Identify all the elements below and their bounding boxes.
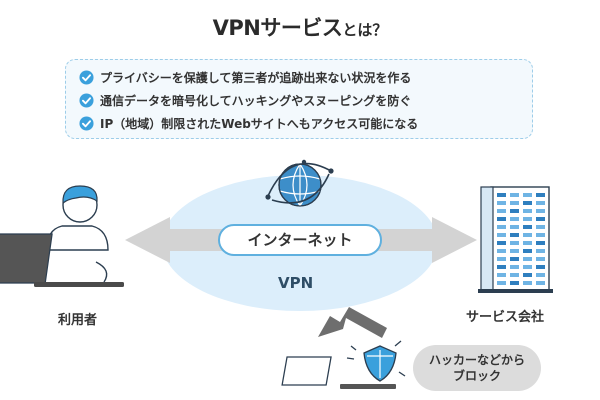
building-window bbox=[510, 233, 519, 237]
building-window bbox=[536, 225, 545, 229]
building-window bbox=[536, 249, 545, 253]
building-window bbox=[510, 193, 519, 197]
user-laptop-icon bbox=[0, 185, 124, 287]
shield-icon bbox=[363, 345, 397, 382]
feature-item: プライバシーを保護して第三者が追跡出来ない状況を作る bbox=[79, 66, 532, 89]
feature-item: 通信データを暗号化してハッキングやスヌーピングを防ぐ bbox=[79, 89, 532, 112]
building-window bbox=[497, 257, 506, 261]
building-window bbox=[523, 233, 532, 237]
building-window bbox=[510, 281, 519, 285]
impact-spark bbox=[346, 340, 406, 377]
hacker-laptop-icon bbox=[281, 356, 396, 389]
building-window bbox=[497, 217, 506, 221]
building-window bbox=[523, 257, 532, 261]
feature-item: IP（地域）制限されたWebサイトへもアクセス可能になる bbox=[79, 112, 532, 135]
hacker-note-line: ハッカーなどから bbox=[428, 353, 525, 367]
building-window bbox=[510, 201, 519, 205]
building-window bbox=[536, 273, 545, 277]
building-icon bbox=[478, 186, 553, 293]
hacker-note-bubble bbox=[413, 345, 541, 391]
building-window bbox=[497, 209, 506, 213]
building-window bbox=[536, 241, 545, 245]
building-window bbox=[510, 225, 519, 229]
building-window bbox=[536, 217, 545, 221]
building-window bbox=[523, 281, 532, 285]
building-window bbox=[523, 201, 532, 205]
building-window bbox=[536, 281, 545, 285]
building-window bbox=[497, 201, 506, 205]
building-window bbox=[510, 241, 519, 245]
internet-label: インターネット bbox=[218, 224, 382, 256]
check-icon bbox=[79, 93, 94, 108]
feature-text: IP（地域）制限されたWebサイトへもアクセス可能になる bbox=[100, 117, 419, 131]
feature-text: 通信データを暗号化してハッキングやスヌーピングを防ぐ bbox=[100, 94, 412, 108]
company-label: サービス会社 bbox=[466, 310, 545, 325]
building-window bbox=[536, 265, 545, 269]
building-window bbox=[497, 265, 506, 269]
building-window bbox=[523, 241, 532, 245]
building-window bbox=[497, 281, 506, 285]
globe-icon bbox=[265, 159, 334, 207]
feature-box: プライバシーを保護して第三者が追跡出来ない状況を作る 通信データを暗号化してハッ… bbox=[65, 59, 533, 139]
vpn-label: VPN bbox=[278, 274, 314, 292]
check-icon bbox=[79, 70, 94, 85]
building-window bbox=[497, 225, 506, 229]
building-window bbox=[523, 249, 532, 253]
check-icon bbox=[79, 116, 94, 131]
hacker-note-line: ブロック bbox=[452, 369, 501, 383]
building-window bbox=[497, 193, 506, 197]
building-window bbox=[536, 233, 545, 237]
building-window bbox=[497, 241, 506, 245]
feature-text: プライバシーを保護して第三者が追跡出来ない状況を作る bbox=[100, 71, 412, 85]
building-window bbox=[523, 225, 532, 229]
building-window bbox=[510, 249, 519, 253]
building-window bbox=[497, 249, 506, 253]
title-main: VPNサービス bbox=[212, 16, 343, 40]
building-window bbox=[497, 273, 506, 277]
building-window bbox=[523, 273, 532, 277]
building-window bbox=[536, 201, 545, 205]
building-window bbox=[510, 265, 519, 269]
building-window bbox=[536, 193, 545, 197]
page-title: VPNサービスとは？ bbox=[0, 12, 600, 42]
building-window bbox=[523, 193, 532, 197]
building-window bbox=[510, 217, 519, 221]
building-window bbox=[497, 233, 506, 237]
building-window bbox=[523, 217, 532, 221]
building-window bbox=[523, 209, 532, 213]
building-window bbox=[523, 265, 532, 269]
building-window bbox=[536, 257, 545, 261]
building-window bbox=[510, 257, 519, 261]
building-window bbox=[510, 209, 519, 213]
user-label: 利用者 bbox=[58, 313, 98, 328]
building-window bbox=[536, 209, 545, 213]
hacker-note: ハッカーなどから ブロック bbox=[413, 352, 541, 384]
title-suffix: とは？ bbox=[342, 21, 388, 39]
building-window bbox=[510, 273, 519, 277]
block-arrow bbox=[318, 307, 387, 338]
